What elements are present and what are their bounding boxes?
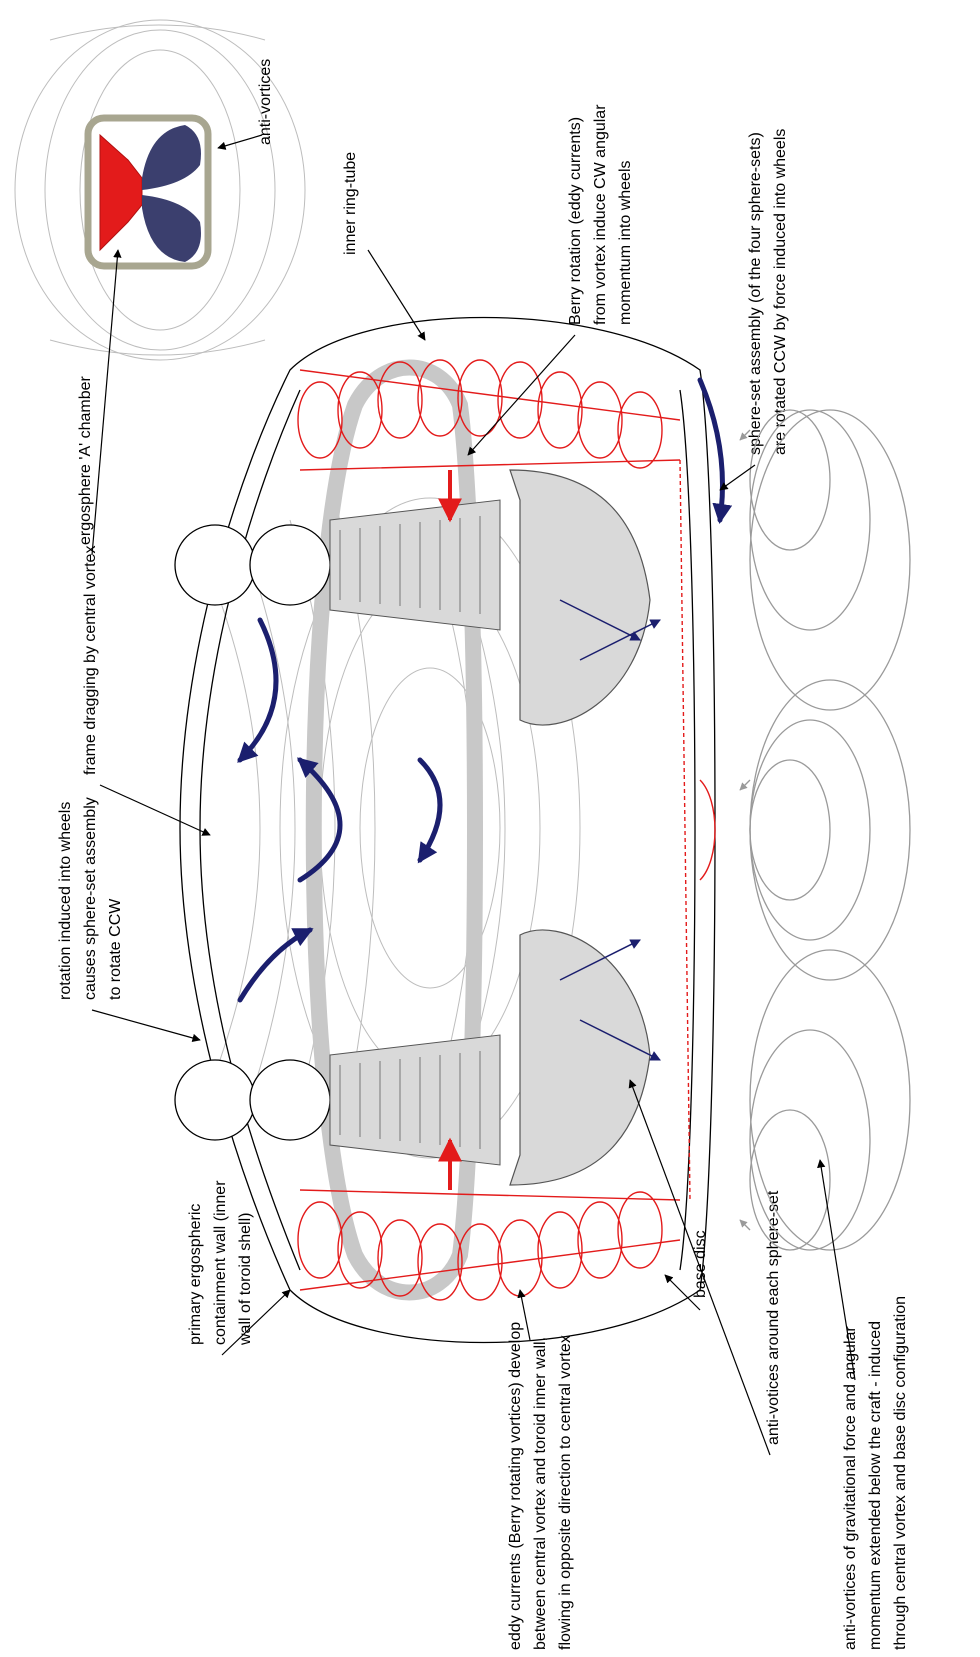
svg-text:containment wall (inner: containment wall (inner bbox=[212, 1180, 229, 1345]
label-berry-rotation: Berry rotation (eddy currents) from vort… bbox=[567, 104, 634, 325]
svg-text:are rotated CCW by force induc: are rotated CCW by force induced into wh… bbox=[772, 129, 789, 455]
svg-text:eddy currents (Berry rotating: eddy currents (Berry rotating vortices) … bbox=[507, 1322, 524, 1650]
svg-text:from vortex induce CW angular: from vortex induce CW angular bbox=[592, 104, 609, 325]
inset-red-vortex bbox=[100, 135, 142, 250]
label-anti-vortices-gravitational: anti-vortices of gravitational force and… bbox=[842, 1296, 909, 1650]
svg-text:primary ergospheric: primary ergospheric bbox=[187, 1204, 204, 1345]
label-frame-dragging: frame dragging by central vortex bbox=[82, 546, 99, 775]
svg-text:rotation induced into wheels: rotation induced into wheels bbox=[57, 802, 74, 1000]
svg-text:through central vortex and bas: through central vortex and base disc con… bbox=[892, 1296, 909, 1650]
inset-anti-vortex-lower bbox=[142, 195, 201, 262]
label-ergosphere-a-chamber: ergosphere 'A' chamber bbox=[77, 375, 94, 545]
anti-vortices-gravitational-field bbox=[740, 410, 910, 1250]
svg-text:causes sphere-set assembly: causes sphere-set assembly bbox=[82, 797, 99, 1000]
svg-text:sphere-set assembly (of the fo: sphere-set assembly (of the four sphere-… bbox=[747, 132, 764, 455]
svg-text:between central vortex and tor: between central vortex and toroid inner … bbox=[532, 1337, 549, 1650]
label-anti-vortices: anti-vortices bbox=[257, 59, 274, 145]
svg-text:flowing in opposite direction: flowing in opposite direction to central… bbox=[557, 1335, 574, 1650]
label-rotation-induced: rotation induced into wheels causes sphe… bbox=[57, 797, 124, 1000]
base-unit-lower bbox=[510, 930, 650, 1185]
base-unit-upper bbox=[510, 470, 650, 725]
svg-text:anti-vortices of gravitational: anti-vortices of gravitational force and… bbox=[842, 1326, 859, 1650]
svg-text:momentum extended below the cr: momentum extended below the craft - indu… bbox=[867, 1321, 884, 1650]
eddy-current-loops bbox=[298, 360, 715, 1300]
label-eddy-currents: eddy currents (Berry rotating vortices) … bbox=[507, 1322, 574, 1650]
svg-text:wall of toroid shell): wall of toroid shell) bbox=[237, 1213, 254, 1347]
label-primary-wall: primary ergospheric containment wall (in… bbox=[187, 1180, 254, 1346]
svg-text:Berry rotation (eddy currents): Berry rotation (eddy currents) bbox=[567, 117, 584, 325]
inset-anti-vortex-upper bbox=[142, 125, 201, 190]
label-sphere-set-assembly: sphere-set assembly (of the four sphere-… bbox=[747, 129, 789, 455]
svg-text:momentum into wheels: momentum into wheels bbox=[617, 160, 634, 325]
label-inner-ring-tube: inner ring-tube bbox=[342, 152, 359, 255]
main-craft-diagram bbox=[175, 318, 910, 1343]
svg-text:to rotate CCW: to rotate CCW bbox=[107, 898, 124, 1000]
